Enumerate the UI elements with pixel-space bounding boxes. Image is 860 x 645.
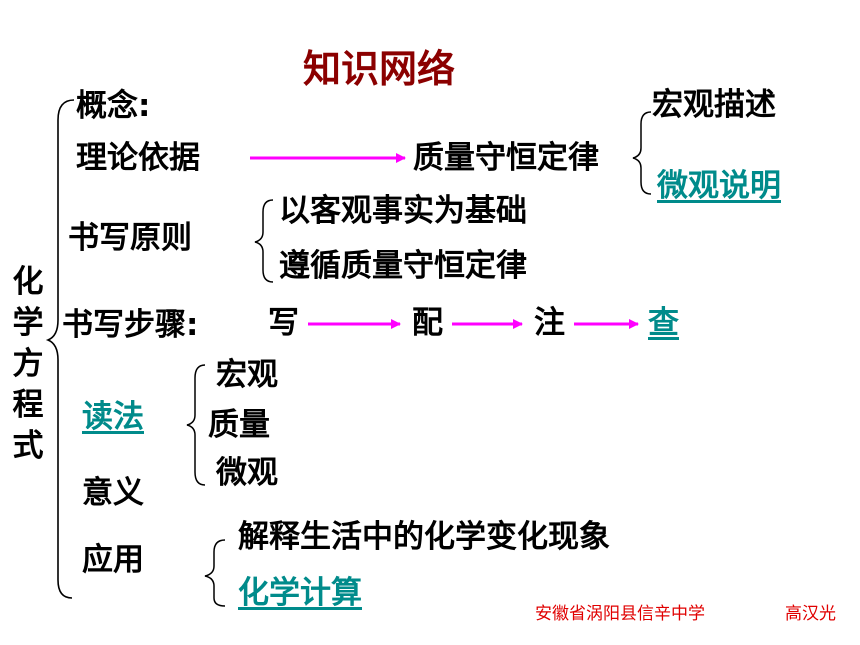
main-brace (45, 99, 75, 599)
reading-link[interactable]: 读法 (82, 399, 144, 435)
credit-author: 高汉光 (785, 604, 836, 624)
reading-brace (186, 364, 206, 486)
root-label-char: 方 (12, 346, 44, 382)
root-label-char: 程 (12, 387, 44, 423)
writing-steps-label: 书写步骤: (62, 307, 199, 343)
principle-brace (254, 199, 274, 283)
root-label-char: 式 (12, 428, 44, 464)
application-phenomena: 解释生活中的化学变化现象 (238, 519, 610, 555)
chemical-calculation-link[interactable]: 化学计算 (238, 575, 362, 611)
credit-school: 安徽省涡阳县信辛中学 (535, 604, 705, 624)
application-label: 应用 (82, 542, 144, 578)
root-label: 化学方程式 (10, 262, 46, 467)
micro-explanation-link[interactable]: 微观说明 (657, 168, 781, 204)
application-brace (204, 539, 226, 607)
principle-fact: 以客观事实为基础 (279, 193, 527, 229)
root-label-char: 化 (12, 264, 44, 300)
reading-mass: 质量 (208, 407, 270, 443)
step-write: 写 (268, 305, 299, 341)
reading-macro: 宏观 (216, 357, 278, 393)
meaning-label: 意义 (82, 475, 144, 511)
law-label: 质量守恒定律 (413, 140, 599, 176)
reading-micro: 微观 (216, 455, 278, 491)
theory-label: 理论依据 (76, 140, 200, 176)
step-annotate: 注 (534, 305, 565, 341)
law-detail-brace (632, 111, 652, 195)
writing-principle-label: 书写原则 (68, 220, 192, 256)
step-balance: 配 (412, 305, 443, 341)
principle-law: 遵循质量守恒定律 (279, 248, 527, 284)
concept-label: 概念: (76, 88, 151, 124)
macro-description: 宏观描述 (652, 87, 776, 123)
root-label-char: 学 (12, 305, 44, 341)
page-title: 知识网络 (303, 47, 456, 91)
step-check-link[interactable]: 查 (648, 305, 679, 341)
